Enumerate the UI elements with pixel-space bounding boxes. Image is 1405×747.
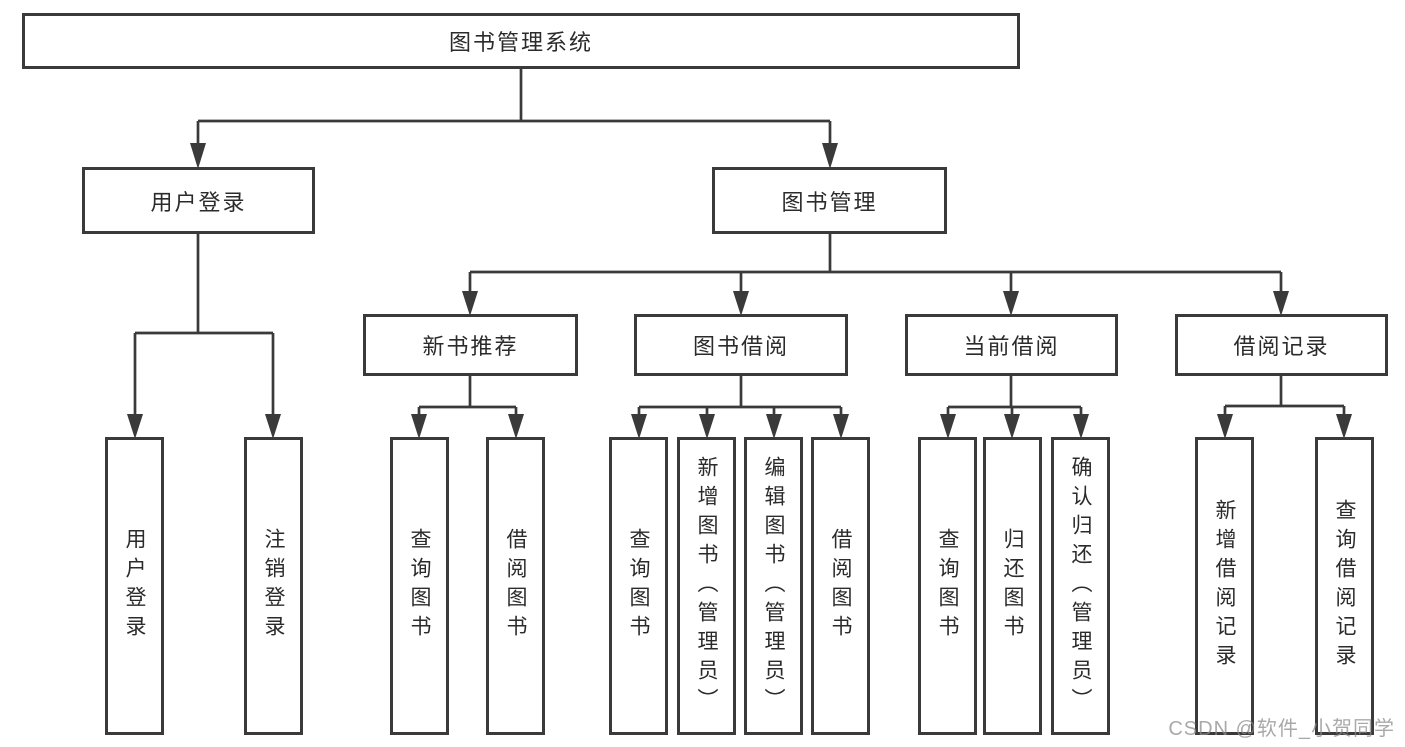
node-label: 查询图书 [408,528,431,644]
node-label: 新书推荐 [422,334,519,359]
node-new-book-recommend: 新书推荐 [363,314,578,376]
node-book-borrow: 图书借阅 [634,314,848,376]
leaf-add-borrow-record: 新增借阅记录 [1195,437,1254,735]
leaf-add-book-admin: 新增图书（管理员） [677,437,736,735]
leaf-query-books-borrow: 查询图书 [609,437,668,735]
node-label: 查询图书 [627,528,650,644]
node-label: 用户登录 [123,528,146,644]
node-label: 注销登录 [262,528,285,644]
node-library-system: 图书管理系统 [22,13,1020,69]
node-label: 新增借阅记录 [1213,499,1236,673]
node-label: 编辑图书（管理员） [762,455,785,717]
leaf-confirm-return-admin: 确认归还（管理员） [1051,437,1110,735]
node-label: 借阅记录 [1233,334,1330,359]
node-current-borrow: 当前借阅 [905,314,1118,376]
node-label: 用户登录 [150,189,247,215]
node-label: 当前借阅 [963,334,1060,359]
leaf-user-login: 用户登录 [105,437,164,735]
node-borrow-records: 借阅记录 [1175,314,1388,376]
node-label: 图书借阅 [692,334,789,359]
leaf-borrow-books: 借阅图书 [811,437,870,735]
leaf-edit-book-admin: 编辑图书（管理员） [744,437,803,735]
leaf-return-book: 归还图书 [983,437,1042,735]
leaf-logout: 注销登录 [244,437,303,735]
node-label: 确认归还（管理员） [1069,455,1092,717]
node-label: 图书管理 [781,189,878,215]
node-label: 图书管理系统 [448,30,593,55]
node-user-login: 用户登录 [82,167,315,234]
leaf-query-books-recommend: 查询图书 [390,437,449,735]
csdn-watermark: CSDN @软件_小贺同学 [1168,718,1395,740]
leaf-query-books-current: 查询图书 [918,437,977,735]
node-book-management: 图书管理 [712,167,947,234]
node-label: 归还图书 [1001,528,1024,644]
node-label: 查询借阅记录 [1333,499,1356,673]
leaf-query-borrow-record: 查询借阅记录 [1315,437,1374,735]
node-label: 新增图书（管理员） [695,455,718,717]
node-label: 借阅图书 [504,528,527,644]
node-label: 查询图书 [936,528,959,644]
node-label: 借阅图书 [829,528,852,644]
leaf-borrow-books-recommend: 借阅图书 [486,437,545,735]
